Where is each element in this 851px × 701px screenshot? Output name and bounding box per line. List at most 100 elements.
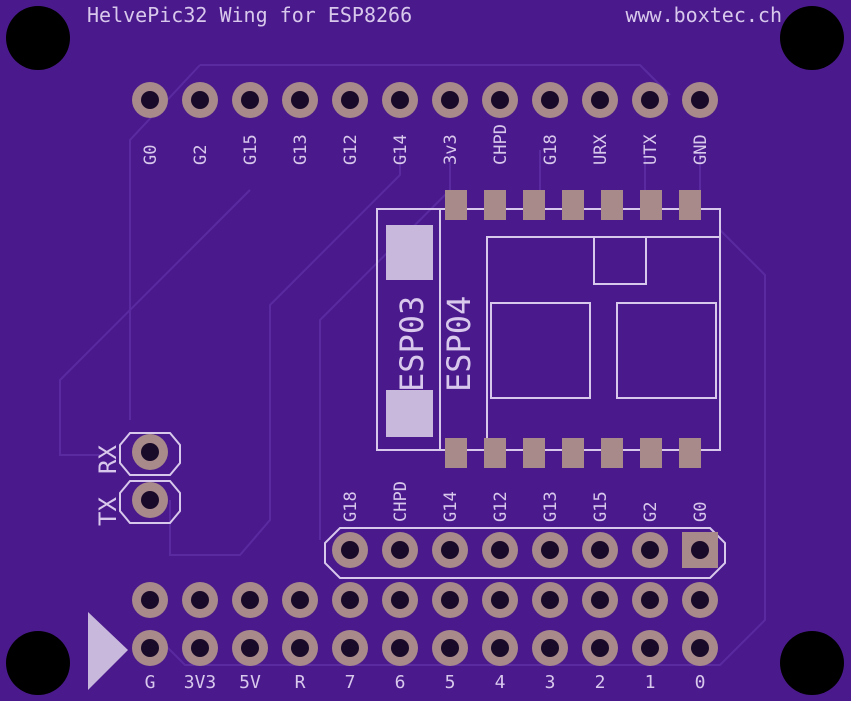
- bottom-header-pin-lower: [532, 630, 568, 666]
- bottom-header-pin-lower: [432, 630, 468, 666]
- top-header-pin: [182, 82, 218, 118]
- top-header-label: G13: [291, 134, 311, 165]
- top-header-label: CHPD: [491, 124, 511, 165]
- mid-header-label: G12: [491, 491, 511, 522]
- mid-header-label: G2: [641, 502, 661, 522]
- mid-header-pin: [382, 532, 418, 568]
- smd-pad: [445, 190, 467, 220]
- mid-header-label: G18: [341, 491, 361, 522]
- bottom-header-label: 4: [495, 672, 506, 693]
- bottom-header-pin-upper: [482, 582, 518, 618]
- mounting-hole-bottom-left: [6, 631, 70, 695]
- mid-header-label: G0: [691, 502, 711, 522]
- bottom-header-label: 5: [445, 672, 456, 693]
- smd-pad: [523, 438, 545, 468]
- bottom-header-label: 0: [695, 672, 706, 693]
- bottom-header-pin-lower: [632, 630, 668, 666]
- serial-jumper: [119, 432, 181, 524]
- top-header-pin: [332, 82, 368, 118]
- pin1-marker-triangle: [88, 612, 128, 690]
- smd-pad: [640, 190, 662, 220]
- top-header-pin: [682, 82, 718, 118]
- top-header-pin: [132, 82, 168, 118]
- smd-pad: [445, 438, 467, 468]
- top-header-label: G2: [191, 145, 211, 165]
- bottom-header-pin-lower: [332, 630, 368, 666]
- esp03-label: ESP03: [393, 296, 431, 392]
- smd-pad: [484, 438, 506, 468]
- mid-header-label: G14: [441, 491, 461, 522]
- board-title: HelvePic32 Wing for ESP8266: [87, 3, 412, 27]
- smd-pads-bottom: [445, 438, 701, 468]
- tx-label: TX: [94, 497, 122, 526]
- top-header-label: G12: [341, 134, 361, 165]
- bottom-header-label: 1: [645, 672, 656, 693]
- bottom-header-label: 7: [345, 672, 356, 693]
- top-header-label: G0: [141, 145, 161, 165]
- top-header-pin: [282, 82, 318, 118]
- top-header-label: 3v3: [441, 134, 461, 165]
- mounting-hole-bottom-right: [780, 631, 844, 695]
- bottom-header-pin-upper: [182, 582, 218, 618]
- top-header-pin: [232, 82, 268, 118]
- bottom-header-pin-upper: [532, 582, 568, 618]
- bottom-header-pin-upper: [432, 582, 468, 618]
- bottom-header-pin-upper: [632, 582, 668, 618]
- top-header-label: GND: [691, 134, 711, 165]
- bottom-header-pin-lower: [282, 630, 318, 666]
- mid-header-pin: [632, 532, 668, 568]
- bottom-header-pin-upper: [232, 582, 268, 618]
- bottom-header-label: 6: [395, 672, 406, 693]
- board-url: www.boxtec.ch: [625, 3, 782, 27]
- top-header: [132, 82, 718, 118]
- top-header-label: G15: [241, 134, 261, 165]
- bottom-header-pin-lower: [132, 630, 168, 666]
- top-header-label: URX: [591, 134, 611, 165]
- smd-pad: [562, 438, 584, 468]
- mid-header-pin: [682, 532, 718, 568]
- bottom-header-label: G: [145, 672, 156, 693]
- bottom-header-pin-upper: [282, 582, 318, 618]
- top-header-pin: [632, 82, 668, 118]
- bottom-header-pin-lower: [232, 630, 268, 666]
- bottom-header-pin-upper: [332, 582, 368, 618]
- bottom-header-pin-upper: [382, 582, 418, 618]
- bottom-header-label: 3: [545, 672, 556, 693]
- bottom-header: [132, 582, 718, 666]
- smd-pad: [679, 190, 701, 220]
- mid-header-label: G15: [591, 491, 611, 522]
- smd-pad: [562, 190, 584, 220]
- smd-pad: [640, 438, 662, 468]
- bottom-header-label: 2: [595, 672, 606, 693]
- top-header-pin: [432, 82, 468, 118]
- bottom-header-label: 5V: [239, 672, 261, 693]
- esp-module-footprint: [376, 190, 721, 468]
- esp04-label: ESP04: [440, 296, 478, 392]
- traces: [59, 64, 766, 666]
- mid-header-pin: [332, 532, 368, 568]
- bottom-header-pin-lower: [182, 630, 218, 666]
- mid-header-pin: [432, 532, 468, 568]
- top-header-pin: [532, 82, 568, 118]
- bottom-header-pin-upper: [582, 582, 618, 618]
- bottom-header-pin-lower: [682, 630, 718, 666]
- bottom-header-label: R: [295, 672, 306, 693]
- smd-pads-top: [445, 190, 701, 220]
- mid-header-label: G13: [541, 491, 561, 522]
- smd-pad: [523, 190, 545, 220]
- mounting-hole-top-left: [6, 6, 70, 70]
- top-header-pin: [382, 82, 418, 118]
- top-header-pin: [582, 82, 618, 118]
- mid-header-pin: [532, 532, 568, 568]
- mid-header: [324, 527, 726, 579]
- bottom-header-pin-upper: [132, 582, 168, 618]
- mid-header-pin: [582, 532, 618, 568]
- smd-pad: [601, 190, 623, 220]
- top-header-label: G18: [541, 134, 561, 165]
- mounting-hole-top-right: [780, 6, 844, 70]
- bottom-header-pin-lower: [482, 630, 518, 666]
